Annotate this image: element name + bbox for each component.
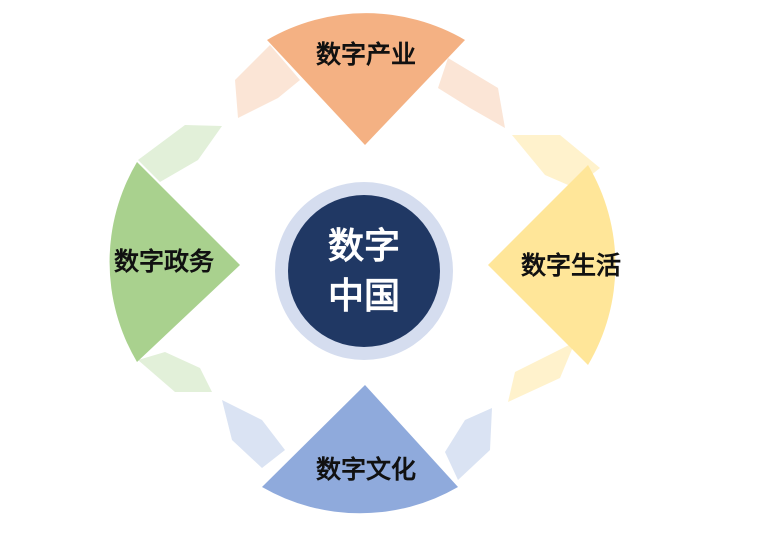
- right-segment: [488, 165, 616, 365]
- right-segment-tail-bottom: [508, 342, 575, 402]
- left-segment-tail-top: [138, 125, 222, 182]
- bottom-segment-tail-right: [445, 408, 492, 480]
- right-segment-label: 数字生活: [521, 251, 621, 280]
- center-label-line2: 中国: [328, 275, 400, 317]
- left-segment: [109, 162, 240, 362]
- left-segment-label: 数字政务: [114, 247, 214, 276]
- top-segment-tail-right: [438, 58, 505, 128]
- top-segment: [267, 13, 465, 145]
- bottom-segment-tail-left: [222, 400, 285, 468]
- left-segment-tail-bottom: [138, 352, 212, 392]
- center-circle: [288, 195, 440, 347]
- bottom-segment: [262, 385, 458, 514]
- right-segment-tail-top: [512, 135, 600, 188]
- bottom-segment-label: 数字文化: [316, 455, 416, 484]
- top-segment-tail-left: [235, 45, 300, 118]
- top-segment-label: 数字产业: [316, 40, 416, 69]
- center-label-line1: 数字: [328, 225, 400, 267]
